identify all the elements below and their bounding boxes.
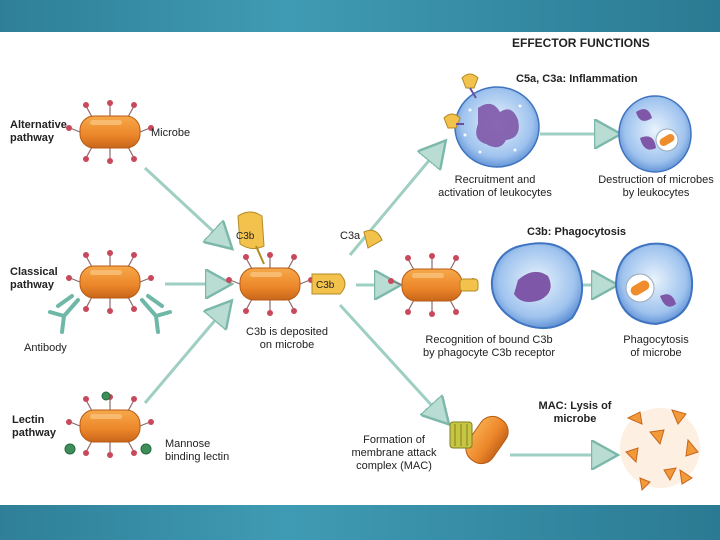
label-mac-formation: Formation of membrane attack complex (MA… bbox=[351, 434, 437, 472]
label-phagocytosis-of-microbe: Phagocytosis of microbe bbox=[623, 334, 689, 359]
leukocyte-destruction-cell bbox=[618, 95, 692, 173]
label-c3b-side: C3b bbox=[316, 280, 335, 291]
arrow-inflammation bbox=[348, 145, 442, 256]
bottom-band bbox=[0, 505, 720, 540]
microbe-c3b bbox=[225, 251, 315, 317]
c3a-fragment bbox=[363, 229, 383, 249]
label-destruction: Destruction of microbes by leukocytes bbox=[598, 174, 714, 199]
top-band bbox=[0, 0, 720, 32]
effect-lysis: MAC: Lysis of microbe bbox=[538, 400, 612, 425]
label-recognition: Recognition of bound C3b by phagocyte C3… bbox=[422, 334, 556, 359]
lysed-microbe-fragments bbox=[620, 408, 700, 492]
arrow-lectin bbox=[143, 305, 228, 404]
antibody-icon bbox=[48, 294, 172, 334]
label-microbe: Microbe bbox=[151, 127, 191, 139]
pathway-alternative: Alternative pathway bbox=[10, 119, 67, 144]
label-c3b-top: C3b bbox=[236, 231, 255, 242]
leukocyte-recruitment-cell bbox=[454, 86, 540, 168]
header-title: EFFECTOR FUNCTIONS bbox=[512, 36, 650, 50]
effect-phagocytosis: C3b: Phagocytosis bbox=[527, 226, 627, 238]
pathway-lectin: Lectin pathway bbox=[12, 414, 57, 439]
label-c3b-deposited: C3b is deposited on microbe bbox=[246, 326, 328, 351]
c3b-fragment-side bbox=[311, 273, 346, 295]
label-antibody: Antibody bbox=[24, 342, 67, 354]
microbe-alternative bbox=[65, 99, 155, 165]
label-c3a: C3a bbox=[340, 230, 361, 242]
phagocyte-cell bbox=[490, 242, 583, 329]
label-recruitment: Recruitment and activation of leukocytes bbox=[438, 174, 552, 199]
mannose-lectin-icon bbox=[64, 391, 152, 455]
arrow-mac bbox=[338, 303, 445, 420]
effect-inflammation: C5a, C3a: Inflammation bbox=[516, 73, 638, 85]
phagocytosis-result-cell bbox=[614, 242, 694, 326]
mac-complex-icon bbox=[449, 415, 509, 465]
c3b-receptor-icon bbox=[459, 278, 479, 292]
pathway-classical: Classical pathway bbox=[10, 266, 58, 291]
c3b-fragment-top bbox=[237, 211, 265, 250]
arrow-alternative bbox=[143, 166, 228, 245]
microbe-classical bbox=[65, 249, 155, 315]
label-mannose-binding-lectin: Mannose binding lectin bbox=[165, 438, 230, 463]
c5a-receptor-icon bbox=[443, 73, 479, 129]
